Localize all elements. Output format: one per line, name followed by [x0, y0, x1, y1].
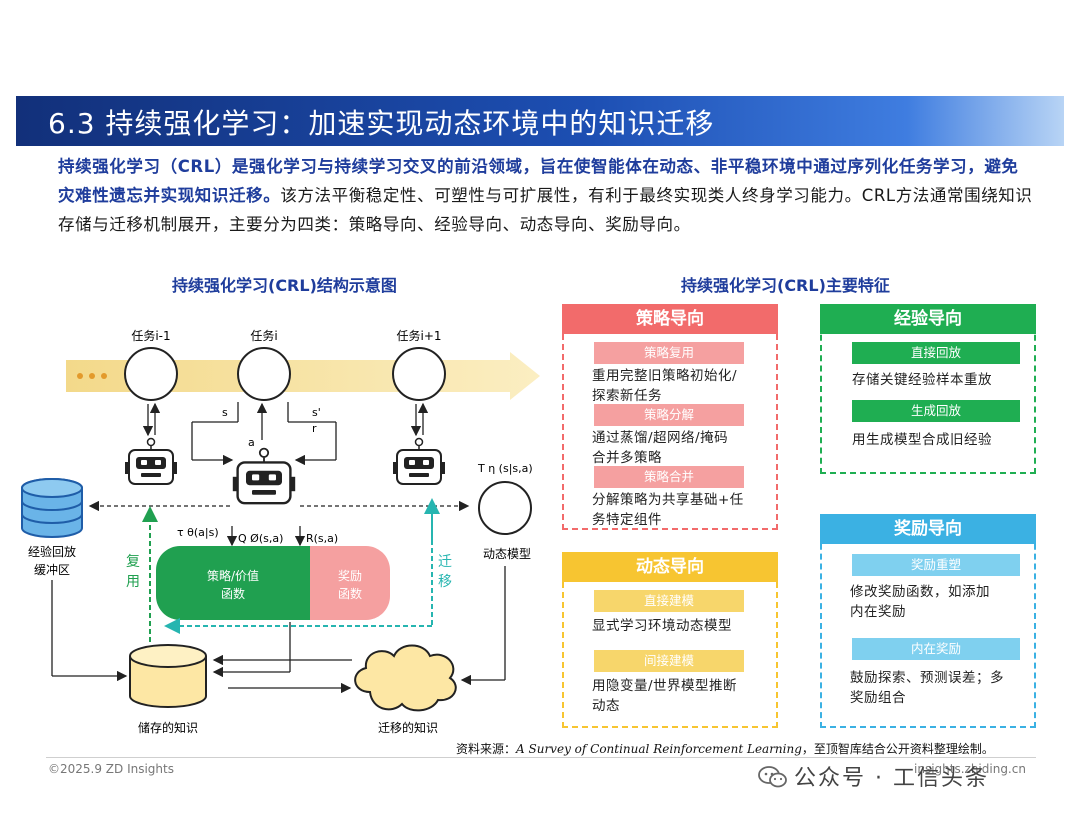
agent-prev-icon: [124, 437, 178, 485]
pill-direct-modeling: 直接建模: [594, 590, 744, 612]
task-prev-circle: [124, 347, 178, 401]
wechat-icon: [758, 766, 787, 788]
footer-copyright: ©2025.9 ZD Insights: [48, 762, 174, 776]
intro-highlight: 持续强化学习（CRL）是强化学习与持续学习交叉的前沿领域，旨在使智能体在动态、非…: [58, 157, 1019, 205]
task-prev-label: 任务i-1: [131, 328, 170, 343]
card-experience-head: 经验导向: [820, 304, 1036, 334]
generative-replay-text: 用生成模型合成旧经验: [852, 432, 992, 448]
stored-knowledge-icon: [129, 644, 207, 708]
pill-generative-replay: 生成回放: [852, 400, 1020, 422]
pill-intrinsic-reward: 内在奖励: [852, 638, 1020, 660]
reuse-label-2: 用: [126, 574, 140, 590]
cloud-icon: [354, 644, 457, 712]
policy-reuse-text: 重用完整旧策略初始化/ 探索新任务: [592, 368, 738, 404]
transfer-label-1: 迁: [438, 554, 452, 570]
footer-divider: [46, 757, 1036, 758]
card-reward: 奖励导向 奖励重塑 修改奖励函数，如添加 内在奖励 内在奖励 鼓励探索、预测误差…: [820, 514, 1036, 728]
indirect-modeling-text: 用隐变量/世界模型推断 动态: [592, 678, 738, 714]
reward-shaping-text: 修改奖励函数，如添加 内在奖励: [850, 584, 990, 620]
task-cur-circle: [237, 347, 291, 401]
watermark: 公众号 · 工信头条: [758, 760, 989, 792]
database-icon: [21, 478, 83, 538]
card-dynamic-head: 动态导向: [562, 552, 778, 582]
intro-body: 该方法平衡稳定性、可塑性与可扩展性，有利于最终实现类人终身学习能力。CRL方法通…: [58, 186, 1033, 234]
stored-knowledge-label: 储存的知识: [138, 720, 198, 735]
task-next-circle: [392, 347, 446, 401]
label-r: r: [312, 422, 317, 435]
source-prefix: 资料来源：: [456, 742, 517, 756]
crl-diagram: 任务i-1 任务i 任务i+1 s a s' r: [21, 328, 540, 735]
source-suffix: ，至顶智库结合公开资料整理绘制。: [801, 742, 994, 756]
direct-modeling-text: 显式学习环境动态模型: [592, 618, 732, 634]
reward-fn-box: [310, 546, 390, 620]
reuse-label-1: 复: [126, 553, 140, 570]
source-note: 资料来源：A Survey of Continual Reinforcement…: [456, 740, 994, 757]
band-dot: [77, 373, 83, 379]
band-dot: [101, 373, 107, 379]
policy-merge-text: 分解策略为共享基础+任 务特定组件: [592, 492, 744, 528]
policy-fn-label-1: 策略/价值: [207, 568, 259, 583]
t-eta-label: T η (s|s,a): [477, 462, 533, 475]
dynamics-model-label: 动态模型: [483, 547, 531, 561]
pill-direct-replay: 直接回放: [852, 342, 1020, 364]
card-dynamic: 动态导向 直接建模 显式学习环境动态模型 间接建模 用隐变量/世界模型推断 动态: [562, 552, 778, 728]
task-next-label: 任务i+1: [396, 328, 441, 343]
page-title: 6.3 持续强化学习：加速实现动态环境中的知识迁移: [48, 107, 715, 140]
card-experience: 经验导向 直接回放 存储关键经验样本重放 生成回放 用生成模型合成旧经验: [820, 304, 1036, 474]
card-reward-head: 奖励导向: [820, 514, 1036, 544]
policy-value-box: [156, 546, 310, 620]
task-cur-label: 任务i: [250, 328, 277, 343]
pill-indirect-modeling: 间接建模: [594, 650, 744, 672]
r-sa-label: R(s,a): [306, 532, 338, 545]
footer-site: insights.zhiding.cn: [914, 762, 1026, 776]
reward-fn-label-2: 函数: [338, 586, 362, 601]
card-policy: 策略导向 策略复用 重用完整旧策略初始化/ 探索新任务 策略分解 通过蒸馏/超网…: [562, 304, 778, 530]
q-label: Q Ø(s,a): [238, 532, 283, 545]
diagram-title: 持续强化学习(CRL)结构示意图: [172, 276, 397, 295]
title-bar: 6.3 持续强化学习：加速实现动态环境中的知识迁移: [16, 96, 1064, 146]
reward-fn-label-1: 奖励: [338, 569, 362, 583]
label-s: s: [222, 406, 228, 419]
transferred-knowledge-label: 迁移的知识: [378, 720, 438, 735]
intro-paragraph: 持续强化学习（CRL）是强化学习与持续学习交叉的前沿领域，旨在使智能体在动态、非…: [58, 152, 1033, 239]
direct-replay-text: 存储关键经验样本重放: [852, 372, 992, 388]
dynamics-model-circle: [478, 481, 532, 535]
agent-next-icon: [392, 437, 446, 485]
transfer-label-2: 移: [438, 574, 452, 590]
pill-policy-decompose: 策略分解: [594, 404, 744, 426]
intrinsic-reward-text: 鼓励探索、预测误差；多 奖励组合: [850, 670, 1004, 706]
card-policy-head: 策略导向: [562, 304, 778, 334]
source-ref: A Survey of Continual Reinforcement Lear…: [516, 742, 802, 756]
pill-policy-merge: 策略合并: [594, 466, 744, 488]
label-a: a: [248, 436, 255, 449]
pill-reward-shaping: 奖励重塑: [852, 554, 1020, 576]
tau-label: τ θ(a|s): [177, 526, 219, 539]
label-s-prime: s': [312, 406, 321, 419]
replay-buffer-label-1: 经验回放: [28, 544, 76, 559]
watermark-text: 公众号 · 工信头条: [794, 766, 989, 791]
features-title: 持续强化学习(CRL)主要特征: [681, 276, 890, 295]
policy-fn-label-2: 函数: [221, 586, 245, 601]
replay-buffer-label-2: 缓冲区: [34, 562, 70, 577]
pill-policy-reuse: 策略复用: [594, 342, 744, 364]
band-dot: [89, 373, 95, 379]
agent-cur-icon: [231, 447, 297, 505]
policy-decompose-text: 通过蒸馏/超网络/掩码 合并多策略: [592, 430, 729, 466]
